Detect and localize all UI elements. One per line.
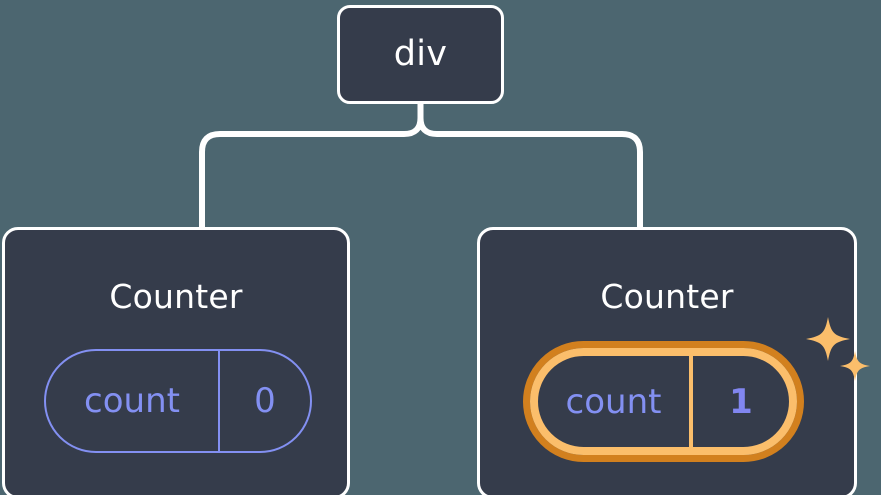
state-value-right: 1	[689, 356, 789, 447]
sparkle-group	[806, 317, 870, 381]
sparkle-large-icon	[806, 317, 850, 361]
state-pill-right-inner: count 1	[530, 348, 797, 455]
state-pill-right-highlighted[interactable]: count 1	[523, 341, 804, 462]
node-div-label: div	[393, 34, 448, 74]
connector-right	[417, 101, 643, 231]
counter-left-title: Counter	[109, 277, 243, 316]
counter-right-title: Counter	[600, 277, 734, 316]
connector-left	[199, 101, 424, 231]
node-counter-right[interactable]: Counter count 1	[477, 227, 870, 495]
sparkle-small-icon	[840, 351, 870, 381]
node-div[interactable]: div	[337, 5, 504, 104]
node-counter-left[interactable]: Counter count 0	[2, 227, 350, 495]
state-key-right: count	[565, 381, 662, 422]
state-pill-left[interactable]: count 0	[44, 349, 312, 453]
state-key-left: count	[84, 381, 180, 421]
state-value-left: 0	[218, 351, 310, 451]
